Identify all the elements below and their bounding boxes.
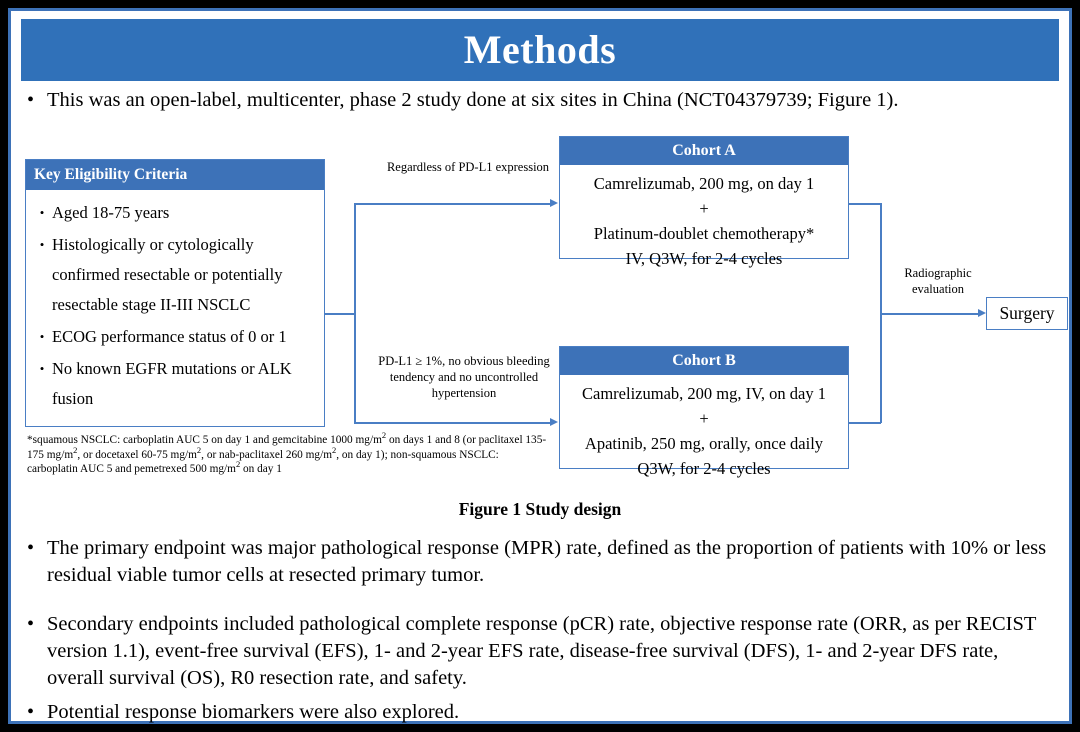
footnote-part: , on day 1); non-squamous NSCLC: carbopl… [27,448,499,476]
surgery-label: Surgery [999,303,1055,323]
cohort-a-box: Cohort A Camrelizumab, 200 mg, on day 1 … [559,136,849,268]
bullet-marker-icon: • [27,701,35,723]
connector-line [880,313,978,315]
connector-line [325,313,355,315]
connector-line [849,422,881,424]
connector-line [354,422,550,424]
bullet-marker-icon: • [27,613,35,635]
footnote-part: on day 1 [240,463,282,475]
cohort-a-line4: IV, Q3W, for 2-4 cycles [625,249,783,268]
eligibility-criteria-box: Key Eligibility Criteria • Aged 18-75 ye… [25,159,325,427]
cohort-b-box: Cohort B Camrelizumab, 200 mg, IV, on da… [559,346,849,478]
arrow-label-bottom: PD-L1 ≥ 1%, no obvious bleeding tendency… [378,354,550,400]
list-item: • Histologically or cytologically confir… [32,230,318,320]
eligibility-header: Key Eligibility Criteria [26,160,324,190]
eligibility-item-text: Aged 18-75 years [52,203,170,222]
bullet-marker-icon: • [27,89,35,111]
arrowhead-icon [550,199,558,207]
connector-line [354,203,550,205]
footnote-part: , or nab-paclitaxel 260 mg/m [201,448,332,461]
arrowhead-icon [550,418,558,426]
slide-title-bar: Methods [21,19,1059,81]
connector-line [354,313,356,423]
footnote-sup: 2 [196,444,202,455]
slide-canvas: Methods • This was an open-label, multic… [8,8,1072,724]
bullet-marker-icon: • [39,329,45,344]
cohort-b-body: Camrelizumab, 200 mg, IV, on day 1 + Apa… [560,375,848,489]
cohort-b-line2: + [699,409,709,428]
connector-line [849,203,881,205]
cohort-b-line4: Q3W, for 2-4 cycles [637,459,771,478]
bullet-marker-icon: • [39,237,45,252]
bullet-marker-icon: • [39,205,45,220]
connector-line [354,203,356,314]
page-title: Methods [463,27,617,72]
list-item: • ECOG performance status of 0 or 1 [32,322,318,352]
bullet-intro: • This was an open-label, multicenter, p… [27,87,1047,114]
cohort-a-header: Cohort A [560,137,848,165]
bullet-marker-icon: • [39,361,45,376]
bullet-biomarkers-text: Potential response biomarkers were also … [47,701,460,723]
bullet-biomarkers: • Potential response biomarkers were als… [27,699,1027,726]
bullet-primary-endpoint: • The primary endpoint was major patholo… [27,535,1051,589]
eligibility-item-text: No known EGFR mutations or ALK fusion [52,359,292,408]
bullet-primary-text: The primary endpoint was major pathologi… [47,537,1047,586]
surgery-box: Surgery [986,297,1068,330]
cohort-b-line1: Camrelizumab, 200 mg, IV, on day 1 [582,384,826,403]
cohort-a-line2: + [699,199,709,218]
list-item: • No known EGFR mutations or ALK fusion [32,354,318,414]
figure-footnote: *squamous NSCLC: carboplatin AUC 5 on da… [27,430,547,477]
list-item: • Aged 18-75 years [32,198,318,228]
bullet-intro-text: This was an open-label, multicenter, pha… [47,89,899,111]
eligibility-item-text: Histologically or cytologically confirme… [52,235,283,314]
footnote-sup: 2 [381,430,387,441]
footnote-sup: 2 [235,459,241,470]
footnote-sup: 2 [332,444,337,455]
bullet-marker-icon: • [27,537,35,559]
arrow-label-top: Regardless of PD-L1 expression [386,160,550,174]
footnote-part: *squamous NSCLC: carboplatin AUC 5 on da… [27,434,382,446]
study-design-figure: Key Eligibility Criteria • Aged 18-75 ye… [11,121,1069,521]
bullet-secondary-text: Secondary endpoints included pathologica… [47,613,1037,689]
footnote-part: , or docetaxel 60-75 mg/m [77,448,197,461]
figure-caption: Figure 1 Study design [458,499,622,519]
footnote-sup: 2 [73,444,78,455]
arrow-label-right: Radiographic evaluation [904,266,972,296]
cohort-b-line3: Apatinib, 250 mg, orally, once daily [584,434,824,453]
cohort-b-header: Cohort B [560,347,848,375]
footnote-part: on days 1 and 8 (or paclitaxel 135-175 m… [27,434,547,461]
arrowhead-icon [978,309,986,317]
cohort-a-line3: Platinum-doublet chemotherapy* [593,224,815,243]
cohort-a-body: Camrelizumab, 200 mg, on day 1 + Platinu… [560,165,848,279]
cohort-a-line1: Camrelizumab, 200 mg, on day 1 [593,174,815,193]
eligibility-item-text: ECOG performance status of 0 or 1 [52,327,287,346]
bullet-secondary-endpoints: • Secondary endpoints included pathologi… [27,611,1055,692]
eligibility-list: • Aged 18-75 years • Histologically or c… [26,190,324,414]
